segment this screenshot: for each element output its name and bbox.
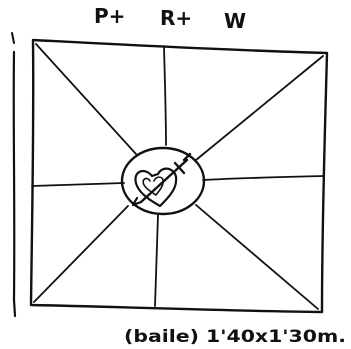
cross-vertical-top [164, 47, 166, 145]
top-label-3: W [224, 9, 246, 33]
diagonal-bottom-right [196, 205, 318, 309]
pole-tick [12, 33, 14, 43]
diagonal-top-right [196, 56, 323, 160]
cross-horizontal-right [203, 176, 323, 180]
diagonal-top-left [36, 44, 136, 154]
cross-vertical-bottom [155, 215, 158, 306]
flag-pole [14, 52, 15, 316]
cross-horizontal-left [32, 183, 124, 186]
bottom-caption: (baile) 1'40x1'30m. [124, 327, 346, 347]
top-label-2: R+ [160, 6, 192, 30]
top-label-1: P+ [94, 4, 125, 28]
heart-pierced-by-sword-icon [133, 154, 190, 206]
diagonal-bottom-left [34, 206, 128, 302]
flag-border [31, 40, 327, 312]
